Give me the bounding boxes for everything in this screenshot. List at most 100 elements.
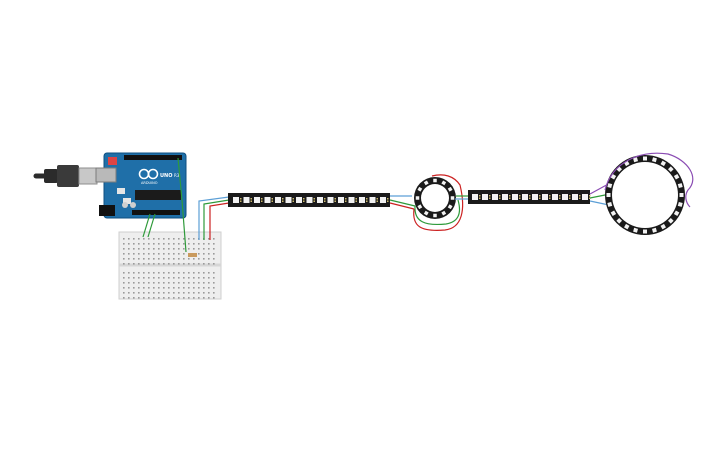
led-pixel bbox=[532, 194, 538, 200]
ring2-data-wire[interactable] bbox=[604, 152, 694, 208]
led-ring-large[interactable] bbox=[605, 155, 685, 235]
ring-led-pixel bbox=[677, 183, 683, 189]
breadboard-hole bbox=[188, 272, 190, 274]
breadboard-hole bbox=[138, 243, 140, 245]
led-strip-1[interactable] bbox=[228, 193, 390, 207]
breadboard-hole bbox=[198, 263, 200, 265]
breadboard-hole bbox=[163, 238, 165, 240]
breadboard-hole bbox=[163, 297, 165, 299]
breadboard-hole bbox=[158, 297, 160, 299]
breadboard-hole bbox=[158, 248, 160, 250]
breadboard-hole bbox=[138, 277, 140, 279]
breadboard-hole bbox=[148, 238, 150, 240]
breadboard-hole bbox=[148, 248, 150, 250]
strip1-to-ring1-wires[interactable] bbox=[389, 195, 416, 210]
breadboard-hole bbox=[128, 292, 130, 294]
led-pixel bbox=[522, 194, 528, 200]
led-pad bbox=[579, 197, 581, 199]
breadboard-hole bbox=[193, 243, 195, 245]
ring1-wires[interactable] bbox=[413, 174, 469, 231]
ring-led-pixel bbox=[679, 193, 684, 197]
breadboard-hole bbox=[183, 287, 185, 289]
breadboard-hole bbox=[133, 238, 135, 240]
led-pad bbox=[569, 197, 571, 199]
breadboard-hole bbox=[148, 258, 150, 260]
breadboard-hole bbox=[168, 292, 170, 294]
breadboard-hole bbox=[153, 297, 155, 299]
breadboard-hole bbox=[203, 282, 205, 284]
breadboard-to-strip-wires[interactable] bbox=[198, 196, 230, 240]
breadboard-hole bbox=[173, 263, 175, 265]
breadboard-hole bbox=[123, 263, 125, 265]
breadboard-hole bbox=[193, 287, 195, 289]
breadboard-hole bbox=[133, 253, 135, 255]
breadboard-hole bbox=[198, 277, 200, 279]
breadboard-hole bbox=[143, 282, 145, 284]
led-strip-2[interactable] bbox=[468, 190, 591, 204]
breadboard-hole bbox=[148, 282, 150, 284]
arduino-wires[interactable] bbox=[142, 157, 187, 253]
ring-led-pixel bbox=[673, 210, 680, 216]
breadboard-hole bbox=[158, 292, 160, 294]
breadboard-hole bbox=[128, 297, 130, 299]
breadboard-hole bbox=[143, 272, 145, 274]
breadboard-hole bbox=[163, 282, 165, 284]
usb-connector-icon[interactable] bbox=[33, 165, 98, 187]
ring-led-pixel bbox=[423, 210, 429, 216]
ring-led-pixel bbox=[633, 227, 639, 233]
led-pad bbox=[376, 200, 378, 202]
led-pad bbox=[324, 200, 326, 202]
breadboard-hole bbox=[158, 263, 160, 265]
breadboard-hole bbox=[123, 287, 125, 289]
breadboard-hole bbox=[163, 253, 165, 255]
breadboard-hole bbox=[203, 243, 205, 245]
breadboard-hole bbox=[188, 297, 190, 299]
breadboard-hole bbox=[178, 253, 180, 255]
arduino-board[interactable]: ARDUINO UNO R3 bbox=[95, 152, 187, 219]
breadboard-hole bbox=[198, 248, 200, 250]
breadboard-hole bbox=[203, 297, 205, 299]
ring-led-pixel bbox=[607, 201, 613, 207]
led-pad bbox=[261, 198, 263, 200]
ring-led-pixel bbox=[433, 178, 437, 183]
breadboard-hole bbox=[183, 248, 185, 250]
breadboard-hole bbox=[138, 258, 140, 260]
breadboard-hole bbox=[208, 248, 210, 250]
ring-led-pixel bbox=[643, 156, 647, 161]
breadboard-hole bbox=[163, 243, 165, 245]
breadboard-hole bbox=[133, 292, 135, 294]
led-pad bbox=[489, 195, 491, 197]
breadboard-hole bbox=[128, 238, 130, 240]
breadboard-hole bbox=[143, 263, 145, 265]
breadboard-hole bbox=[173, 292, 175, 294]
breadboard-hole bbox=[178, 282, 180, 284]
led-pad bbox=[303, 200, 305, 202]
ring-led-pixel bbox=[606, 193, 611, 197]
breadboard-hole bbox=[213, 263, 215, 265]
breadboard-hole bbox=[133, 263, 135, 265]
resistor[interactable] bbox=[188, 253, 197, 257]
breadboard-hole bbox=[183, 292, 185, 294]
breadboard-hole bbox=[133, 248, 135, 250]
ring-led-pixel bbox=[660, 160, 666, 167]
breadboard-hole bbox=[138, 238, 140, 240]
breadboard-hole bbox=[188, 238, 190, 240]
breadboard-hole bbox=[138, 282, 140, 284]
breadboard-hole bbox=[148, 277, 150, 279]
breadboard-hole bbox=[163, 258, 165, 260]
led-pixel bbox=[572, 194, 578, 200]
breadboard[interactable] bbox=[118, 231, 222, 300]
breadboard-hole bbox=[193, 263, 195, 265]
led-pixel bbox=[296, 197, 302, 203]
led-pad bbox=[499, 195, 501, 197]
led-pad bbox=[387, 198, 389, 200]
led-ring-small[interactable] bbox=[414, 177, 456, 219]
led-pixel bbox=[327, 197, 334, 203]
led-pad bbox=[539, 195, 541, 197]
breadboard-hole bbox=[133, 277, 135, 279]
breadboard-hole bbox=[153, 272, 155, 274]
ring-led-pixel bbox=[667, 217, 674, 224]
arduino-r3-label: R3 bbox=[174, 173, 180, 178]
led-pixel bbox=[542, 194, 548, 200]
